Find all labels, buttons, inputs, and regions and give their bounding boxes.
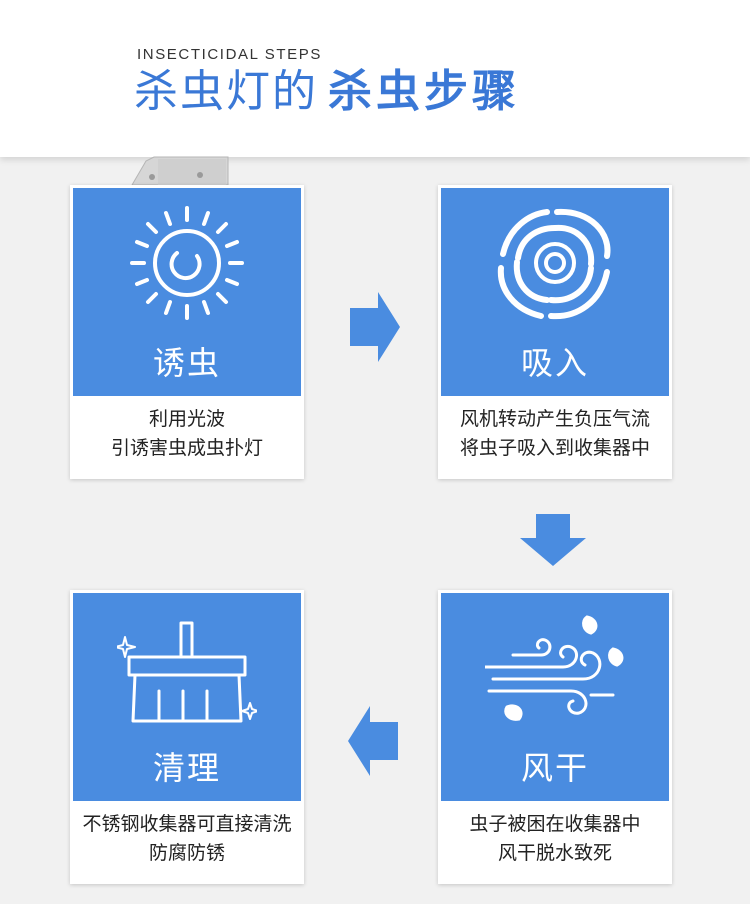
step-description: 不锈钢收集器可直接清洗 防腐防锈 xyxy=(70,810,304,868)
step-description: 虫子被困在收集器中 风干脱水致死 xyxy=(438,810,672,868)
vortex-icon xyxy=(497,208,611,320)
step-label: 吸入 xyxy=(520,344,589,382)
desc-line: 风机转动产生负压气流 xyxy=(459,408,650,430)
step-card-lure: 诱虫 利用光波 引诱害虫成虫扑灯 xyxy=(70,185,304,479)
page-title-bold: 杀虫步骤 xyxy=(328,66,520,117)
desc-line: 虫子被困在收集器中 xyxy=(469,813,641,835)
wind-icon xyxy=(485,615,624,721)
sun-icon xyxy=(130,206,244,320)
step-description: 风机转动产生负压气流 将虫子吸入到收集器中 xyxy=(438,405,672,463)
step-label: 风干 xyxy=(520,749,589,787)
page-title: 杀虫灯的杀虫步骤 xyxy=(134,66,520,118)
page-title-light: 杀虫灯的 xyxy=(134,66,318,117)
step-panel: 诱虫 xyxy=(73,188,301,396)
desc-line: 不锈钢收集器可直接清洗 xyxy=(82,813,292,835)
broom-icon xyxy=(117,621,257,723)
metal-bracket-icon xyxy=(131,156,229,185)
arrow-right-icon xyxy=(350,292,400,362)
step-label: 诱虫 xyxy=(152,344,221,382)
desc-line: 引诱害虫成虫扑灯 xyxy=(110,437,263,459)
page-subtitle: INSECTICIDAL STEPS xyxy=(137,46,322,63)
desc-line: 防腐防锈 xyxy=(148,842,225,864)
desc-line: 将虫子吸入到收集器中 xyxy=(459,437,650,459)
arrow-left-icon xyxy=(348,706,398,776)
step-panel: 清理 xyxy=(73,593,301,801)
step-label: 清理 xyxy=(152,749,221,787)
arrow-down-icon xyxy=(520,514,586,566)
step-panel: 吸入 xyxy=(441,188,669,396)
desc-line: 利用光波 xyxy=(148,408,225,430)
step-panel: 风干 xyxy=(441,593,669,801)
step-card-dry: 风干 虫子被困在收集器中 风干脱水致死 xyxy=(438,590,672,884)
step-description: 利用光波 引诱害虫成虫扑灯 xyxy=(70,405,304,463)
page-header: INSECTICIDAL STEPS 杀虫灯的杀虫步骤 xyxy=(0,0,750,157)
step-card-suction: 吸入 风机转动产生负压气流 将虫子吸入到收集器中 xyxy=(438,185,672,479)
desc-line: 风干脱水致死 xyxy=(497,842,612,864)
step-card-clean: 清理 不锈钢收集器可直接清洗 防腐防锈 xyxy=(70,590,304,884)
